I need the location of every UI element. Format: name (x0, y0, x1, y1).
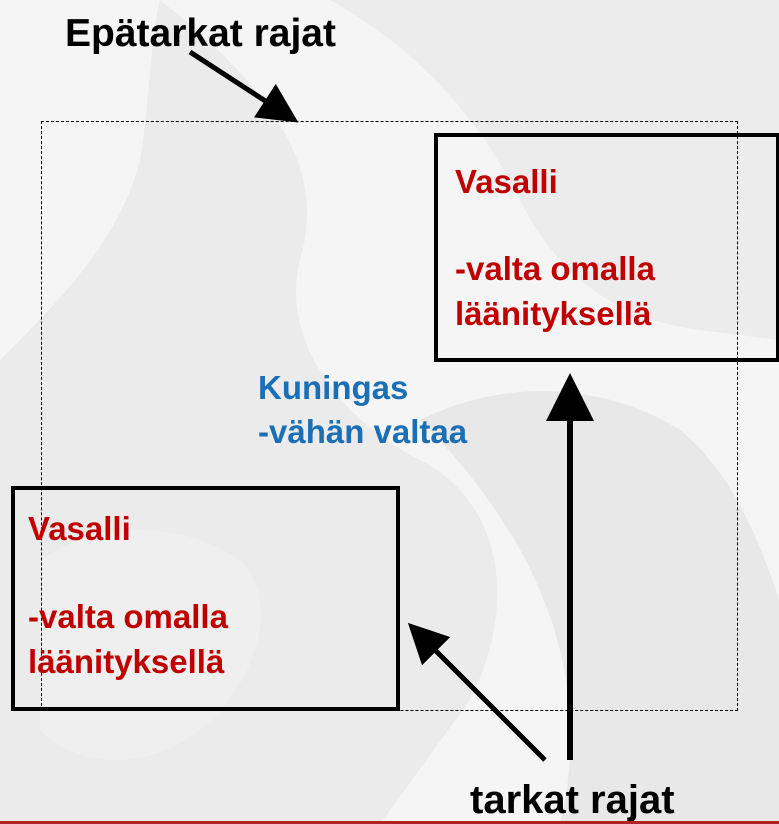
vassal-left-power-line2: läänityksellä (28, 643, 225, 680)
vassal-left-name: Vasalli (28, 510, 131, 547)
vassal-left-power: -valta omalla läänityksellä (28, 594, 228, 684)
king-name: Kuningas (258, 369, 409, 406)
fuzzy-borders-label: Epätarkat rajat (65, 12, 336, 55)
vassal-right-power: -valta omalla läänityksellä (455, 246, 655, 336)
vassal-fief-box-right (434, 133, 779, 362)
king-label: Kuningas -vähän valtaa (258, 366, 467, 454)
vassal-right-name: Vasalli (455, 163, 558, 200)
sharp-borders-label: tarkat rajat (470, 778, 675, 822)
king-power: -vähän valtaa (258, 413, 468, 450)
vassal-left-power-line1: -valta omalla (28, 598, 228, 635)
footer-divider (0, 821, 779, 824)
vassal-right-power-line1: -valta omalla (455, 250, 655, 287)
vassal-right-power-line2: läänityksellä (455, 295, 652, 332)
vassal-fief-box-left (11, 486, 400, 711)
